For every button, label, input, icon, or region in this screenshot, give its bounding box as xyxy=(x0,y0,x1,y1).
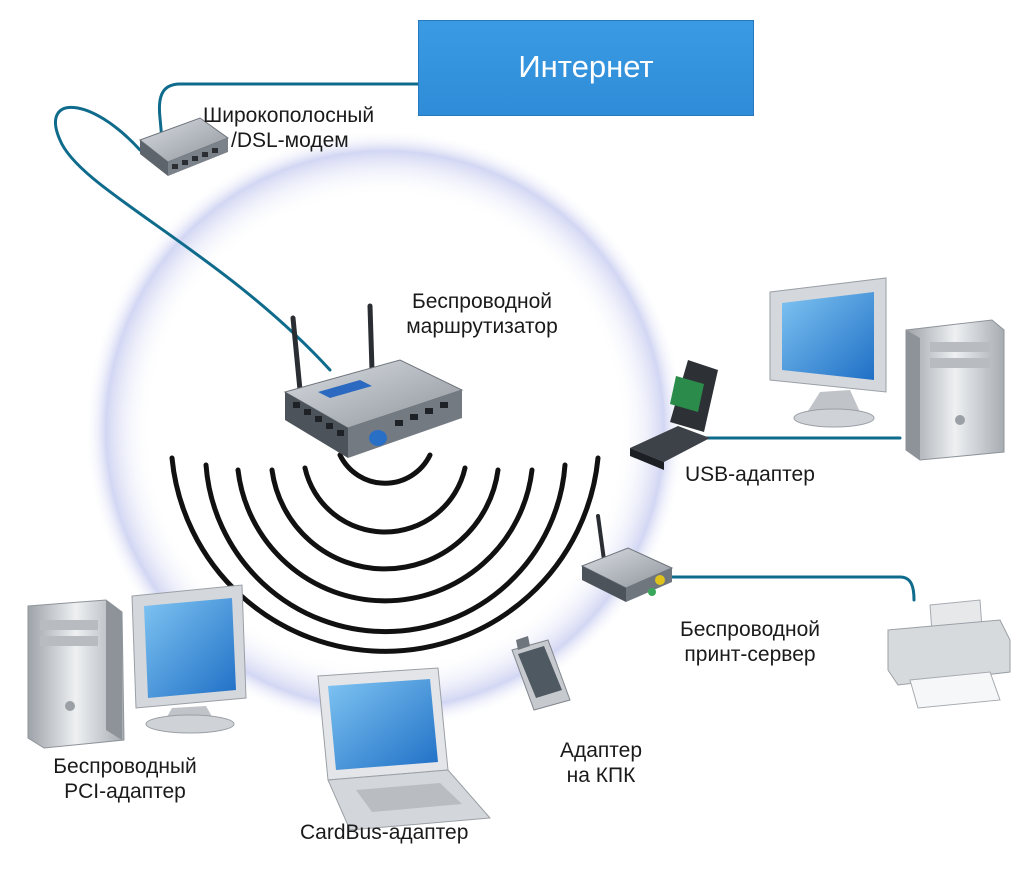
modem-label: Широкополосный /DSL-модем xyxy=(203,103,374,153)
pda-icon xyxy=(511,636,571,711)
cable-modem-router xyxy=(54,106,332,372)
modem-label-line-2: /DSL-модем xyxy=(231,129,349,152)
cardbus-adapter-label: CardBus-адаптер xyxy=(300,820,468,845)
pci-adapter-label-line-1: Беспроводный xyxy=(53,755,197,778)
pda-adapter-label-line-2: на КПК xyxy=(566,764,636,787)
usb-adapter-icon xyxy=(630,360,718,470)
wireless-waves xyxy=(169,452,601,654)
laptop-icon xyxy=(317,667,492,831)
desktop-pc-bottom-left-icon xyxy=(27,584,247,749)
cardbus-adapter-label-line-1: CardBus-адаптер xyxy=(300,821,469,844)
internet-label: Интернет xyxy=(518,49,654,84)
print-server-label: Беспроводной принт-сервер xyxy=(660,617,840,667)
cables xyxy=(54,82,916,602)
pci-adapter-label-line-2: PCI-адаптер xyxy=(64,780,186,803)
desktop-pc-top-right-icon xyxy=(769,277,1005,461)
pda-adapter-label: Адаптер на КПК xyxy=(556,738,646,788)
router-label: Беспроводной маршрутизатор xyxy=(392,289,572,339)
internet-box: Интернет xyxy=(418,20,754,116)
print-server-icon xyxy=(580,514,674,602)
pci-adapter-label: Беспроводный PCI-адаптер xyxy=(30,754,220,804)
printer-icon xyxy=(887,599,1011,709)
print-server-label-line-1: Беспроводной xyxy=(679,618,821,641)
cable-internet-modem xyxy=(157,82,420,142)
print-server-label-line-2: принт-сервер xyxy=(684,643,816,666)
usb-adapter-label: USB-адаптер xyxy=(685,462,815,487)
modem-label-line-1: Широкополосный xyxy=(203,104,375,127)
pda-adapter-label-line-1: Адаптер xyxy=(559,739,643,762)
dsl-modem-icon xyxy=(138,117,230,176)
router-label-line-2: маршрутизатор xyxy=(406,315,558,338)
usb-adapter-label-line-1: USB-адаптер xyxy=(685,463,815,486)
cable-print-printer xyxy=(666,575,916,602)
wireless-router-icon xyxy=(283,303,464,458)
router-label-line-1: Беспроводной xyxy=(411,290,553,313)
